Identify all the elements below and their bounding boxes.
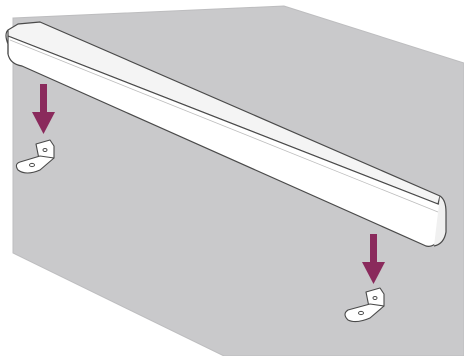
left-bracket	[15, 139, 55, 174]
right-down-arrow	[362, 234, 385, 284]
right-bracket-hole-base	[358, 310, 364, 316]
left-bracket-hole-top	[42, 148, 48, 152]
left-arrow-shaft	[40, 84, 47, 114]
left-bracket-hole-base	[29, 162, 35, 168]
left-arrow-head	[32, 112, 55, 134]
left-down-arrow	[32, 84, 55, 134]
soundbar-right-end	[433, 195, 447, 247]
right-bracket	[344, 287, 385, 323]
right-bracket-hole-top	[372, 296, 378, 300]
soundbar-left-end	[5, 29, 9, 54]
right-arrow-head	[362, 262, 385, 284]
right-bracket-base-plate	[344, 303, 385, 323]
soundbar-front-edge	[9, 39, 439, 213]
right-arrow-shaft	[370, 234, 377, 264]
soundbar	[5, 21, 447, 247]
left-bracket-base-plate	[15, 155, 55, 174]
